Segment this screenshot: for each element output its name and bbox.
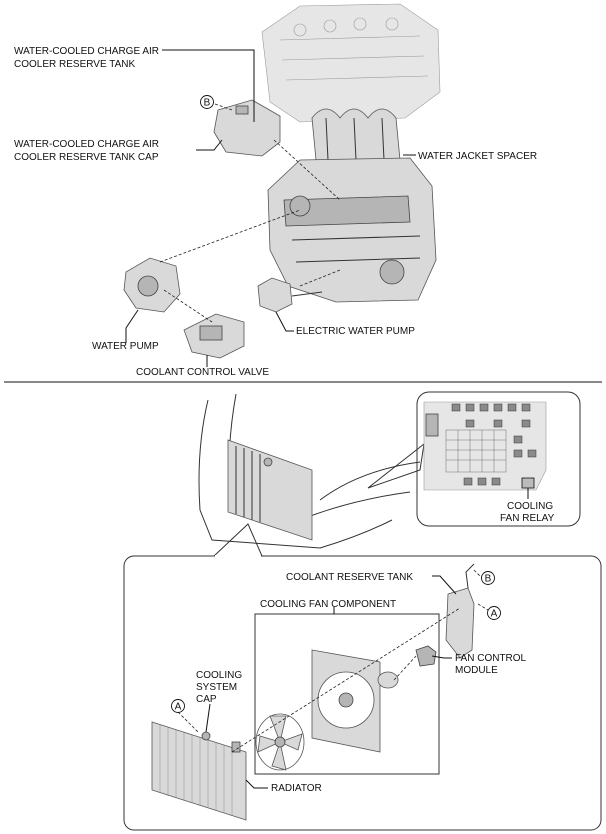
vehicle-radiator-illustration — [227, 439, 313, 541]
label-cooling-system-cap-3: CAP — [196, 694, 217, 705]
label-charge-air-tank-cap-1: WATER-COOLED CHARGE AIR — [14, 139, 159, 150]
label-electric-water-pump: ELECTRIC WATER PUMP — [296, 326, 415, 337]
label-charge-air-reserve-tank-1: WATER-COOLED CHARGE AIR — [14, 46, 159, 57]
label-fan-control-module-2: MODULE — [455, 665, 498, 676]
assembly-lines-top — [159, 103, 341, 323]
coolant-control-valve-illustration — [183, 313, 245, 359]
component-panel-callout-tail — [213, 523, 263, 557]
label-charge-air-reserve-tank-2: COOLER RESERVE TANK — [14, 59, 135, 70]
fan-control-module-illustration — [415, 645, 437, 667]
electric-water-pump-illustration — [257, 277, 323, 313]
relay-inset-box — [416, 391, 581, 527]
component-panel — [123, 555, 602, 831]
engine-block-illustration — [267, 157, 437, 303]
label-coolant-control-valve: COOLANT CONTROL VALVE — [136, 367, 269, 378]
label-fan-control-module-1: FAN CONTROL — [455, 653, 527, 664]
callout-a-radiator-circle — [171, 699, 185, 713]
leader-lines-top — [125, 49, 416, 367]
callout-b-bottom: B — [485, 574, 492, 585]
cylinder-head-illustration — [261, 3, 441, 123]
fuse-relay-block-illustration — [423, 401, 547, 491]
label-cooling-system-cap-2: SYSTEM — [196, 682, 237, 693]
label-coolant-reserve-tank: COOLANT RESERVE TANK — [286, 572, 413, 583]
coolant-reserve-tank-illustration — [445, 563, 475, 659]
cooling-fan-component-box — [254, 613, 440, 775]
label-cooling-system-cap-1: COOLING — [196, 670, 242, 681]
callout-b-top: B — [204, 98, 211, 109]
callout-a-tank-circle — [487, 606, 501, 620]
label-cooling-fan-component: COOLING FAN COMPONENT — [260, 599, 396, 610]
label-cooling-fan-relay-1: COOLING — [507, 501, 553, 512]
callout-b-bottom-circle — [481, 571, 495, 585]
water-pump-illustration — [123, 257, 181, 313]
label-radiator: RADIATOR — [271, 783, 322, 794]
assembly-lines-bottom — [177, 569, 489, 753]
callout-a-tank: A — [491, 609, 498, 620]
callout-a-radiator: A — [175, 702, 182, 713]
cooling-fan-relay-marker — [521, 477, 535, 489]
leader-lines-bottom — [205, 575, 457, 789]
radiator-illustration — [151, 721, 247, 821]
label-cooling-fan-relay-2: FAN RELAY — [500, 513, 555, 524]
label-water-jacket-spacer: WATER JACKET SPACER — [418, 151, 537, 162]
label-water-pump: WATER PUMP — [92, 341, 159, 352]
fan-blade-illustration — [255, 713, 305, 771]
charge-air-reserve-tank-illustration — [213, 99, 281, 157]
fan-shroud-illustration — [311, 649, 399, 753]
relay-inset-callout-tail — [367, 442, 425, 489]
callout-b-top-circle — [200, 95, 214, 109]
label-charge-air-tank-cap-2: COOLER RESERVE TANK CAP — [14, 152, 159, 163]
